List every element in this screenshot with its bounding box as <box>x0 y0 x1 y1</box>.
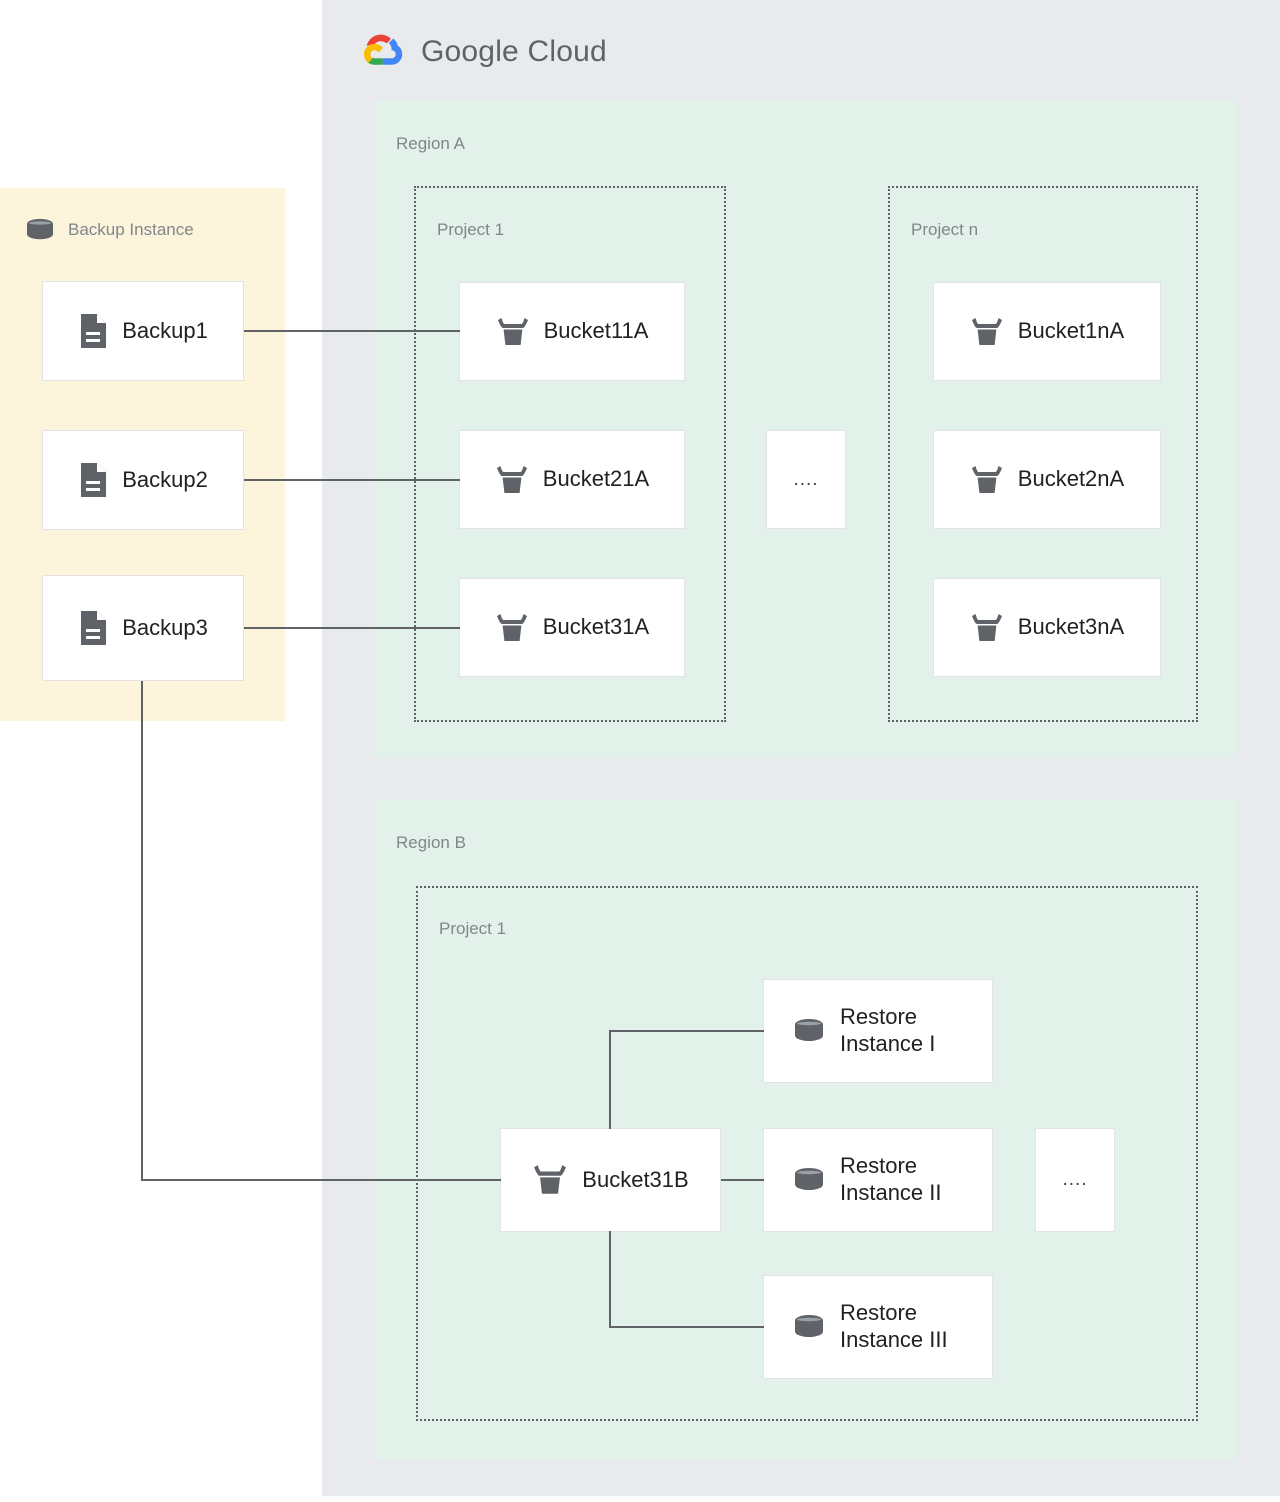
project-1-region-a-box <box>414 186 726 722</box>
node-label: Bucket11A <box>543 318 649 344</box>
project-1-region-a-label: Project 1 <box>437 220 505 239</box>
node-label: Restore Instance II <box>840 1153 942 1205</box>
database-cylinder-icon <box>795 1315 823 1337</box>
node-label: Bucket31A <box>542 614 650 640</box>
node-bucket31b[interactable]: Bucket31B <box>500 1128 721 1232</box>
document-icon <box>81 314 107 348</box>
connector-bucket31b-restore-iii-vertical <box>609 1231 611 1328</box>
bucket-icon <box>496 465 527 493</box>
node-bucket2na[interactable]: Bucket2nA <box>933 430 1161 529</box>
node-restore-instance-iii[interactable]: Restore Instance III <box>763 1275 993 1379</box>
project-1-region-b-label: Project 1 <box>439 919 507 938</box>
connector-bucket31b-restore-ii <box>721 1179 764 1181</box>
backup-instance-title: Backup Instance <box>68 220 194 239</box>
region-a-ellipsis-card: .... <box>766 430 846 529</box>
node-label: Bucket3nA <box>1017 614 1125 640</box>
bucket-icon <box>497 317 528 345</box>
project-n-region-a-box <box>888 186 1198 722</box>
node-restore-instance-ii[interactable]: Restore Instance II <box>763 1128 993 1232</box>
document-icon <box>81 611 107 645</box>
backup-instance-header: Backup Instance <box>24 217 194 243</box>
connector-backup3-bucket31a <box>244 627 460 629</box>
node-bucket31a[interactable]: Bucket31A <box>459 578 685 677</box>
database-cylinder-icon <box>795 1168 823 1190</box>
node-label: Backup2 <box>122 466 208 492</box>
project-1-region-b-box <box>416 886 1198 1421</box>
bucket-icon <box>971 613 1002 641</box>
bucket-icon <box>496 613 527 641</box>
connector-bucket31b-restore-i-horizontal <box>609 1030 764 1032</box>
node-label: Bucket2nA <box>1017 466 1125 492</box>
node-backup1[interactable]: Backup1 <box>42 281 244 381</box>
node-backup2[interactable]: Backup2 <box>42 430 244 530</box>
connector-bucket31b-restore-i-vertical <box>609 1031 611 1129</box>
bucket-icon <box>534 1165 567 1194</box>
brand-cloud: Cloud <box>527 35 607 68</box>
ellipsis-label: .... <box>793 468 819 490</box>
project-n-region-a-label: Project n <box>911 220 979 239</box>
connector-backup3-bucket31b-vertical <box>141 681 143 1181</box>
node-label: Restore Instance III <box>840 1300 948 1352</box>
region-b-label: Region B <box>396 833 466 852</box>
google-cloud-wordmark: Google Cloud <box>421 35 607 69</box>
database-cylinder-icon <box>27 218 53 240</box>
brand-google: Google <box>421 35 519 68</box>
region-a-label: Region A <box>396 134 465 153</box>
node-restore-instance-i[interactable]: Restore Instance I <box>763 979 993 1083</box>
google-cloud-logo-icon <box>363 34 403 65</box>
node-label: Bucket1nA <box>1017 318 1125 344</box>
database-cylinder-icon <box>795 1019 823 1041</box>
node-label: Restore Instance I <box>840 1004 936 1056</box>
node-bucket21a[interactable]: Bucket21A <box>459 430 685 529</box>
node-label: Backup3 <box>122 614 208 640</box>
bucket-icon <box>971 317 1002 345</box>
connector-bucket31b-restore-iii-horizontal <box>609 1326 764 1328</box>
node-bucket3na[interactable]: Bucket3nA <box>933 578 1161 677</box>
node-backup3[interactable]: Backup3 <box>42 575 244 681</box>
ellipsis-label: .... <box>1062 1169 1088 1191</box>
document-icon <box>81 463 107 497</box>
google-cloud-branding: Google Cloud <box>358 30 607 74</box>
node-label: Bucket21A <box>542 466 650 492</box>
node-bucket1na[interactable]: Bucket1nA <box>933 282 1161 381</box>
node-bucket11a[interactable]: Bucket11A <box>459 282 685 381</box>
bucket-icon <box>971 465 1002 493</box>
node-label: Backup1 <box>122 317 208 343</box>
connector-backup2-bucket21a <box>244 479 460 481</box>
connector-backup1-bucket11a <box>244 330 460 332</box>
connector-backup3-bucket31b-horizontal <box>141 1179 501 1181</box>
region-b-ellipsis-card: .... <box>1035 1128 1115 1232</box>
node-label: Bucket31B <box>582 1166 689 1192</box>
